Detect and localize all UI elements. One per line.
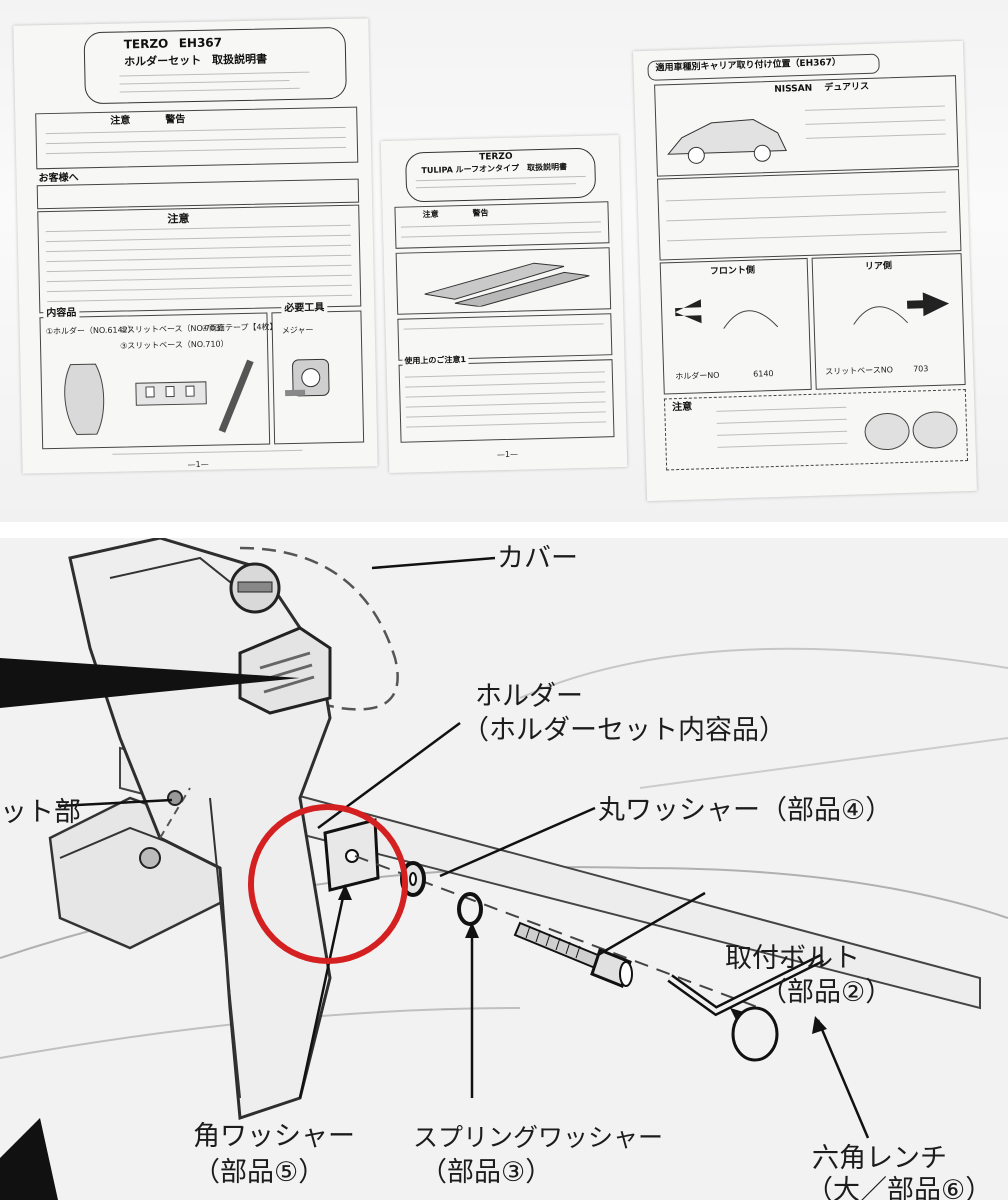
label-hex-wrench: 六角レンチ bbox=[812, 1143, 947, 1174]
label-square-washer-part: （部品⑤） bbox=[193, 1157, 326, 1188]
center-page-no: —1— bbox=[496, 449, 519, 460]
right-rear-label: リア側 bbox=[864, 261, 893, 273]
contents-illustration bbox=[64, 359, 254, 436]
mount-arrows-illustration bbox=[675, 292, 950, 329]
bolt-drawing bbox=[513, 921, 633, 988]
label-square-washer: 角ワッシャー bbox=[193, 1121, 355, 1152]
label-holder: ホルダー bbox=[475, 681, 583, 712]
right-caution-head: 注意 bbox=[672, 401, 693, 414]
installation-diagram: カバー ホルダー （ホルダーセット内容品） ット部 丸ワッシャー（部品④） 取付… bbox=[0, 538, 1008, 1200]
left-caution-head: 注意 bbox=[110, 115, 131, 127]
caution-illustration bbox=[864, 411, 958, 451]
label-round-washer: 丸ワッシャー（部品④） bbox=[598, 795, 893, 826]
diagram-drawing bbox=[0, 538, 1008, 1200]
left-brand: TERZO bbox=[123, 36, 169, 52]
label-slit-part: ット部 bbox=[0, 797, 81, 828]
manuals-photo: TERZO EH367 ホルダーセット 取扱説明書 注意 警告 お客様へ 注意 … bbox=[0, 0, 1008, 522]
tape-measure-icon bbox=[285, 358, 330, 397]
left-tool-item: メジャー bbox=[281, 325, 314, 336]
right-manual-sheet: 適用車種別キャリア取り付け位置（EH367） NISSAN デュアリス フロント… bbox=[633, 40, 977, 502]
label-hex-wrench-part: （大／部品⑥） bbox=[806, 1175, 993, 1200]
label-cover: カバー bbox=[497, 543, 578, 574]
right-make: NISSAN bbox=[774, 83, 813, 95]
center-brand: TERZO bbox=[479, 151, 513, 163]
label-holder-sub: （ホルダーセット内容品） bbox=[462, 715, 786, 746]
right-slit-no: 703 bbox=[912, 364, 929, 374]
right-slit-no-label: スリットベースNO bbox=[825, 365, 894, 377]
carrier-bars-illustration bbox=[424, 262, 590, 308]
car-illustration bbox=[667, 119, 787, 164]
right-holder-no: 6140 bbox=[753, 369, 774, 379]
label-mount-bolt-part: （部品②） bbox=[760, 977, 893, 1008]
left-page-no: —1— bbox=[187, 459, 209, 470]
left-warning-head: 警告 bbox=[165, 114, 186, 126]
label-mount-bolt: 取付ボルト bbox=[725, 943, 860, 974]
center-manual-sheet: TERZO TULIPA ルーフオンタイプ 取扱説明書 注意 警告 使用上のご注… bbox=[380, 134, 628, 474]
left-model: EH367 bbox=[178, 35, 223, 51]
center-usage-head: 使用上のご注意1 bbox=[402, 354, 469, 367]
center-caution-head: 注意 bbox=[422, 209, 439, 220]
right-front-label: フロント側 bbox=[709, 265, 756, 277]
label-spring-washer: スプリングワッシャー bbox=[413, 1123, 664, 1152]
left-contents-head: 内容品 bbox=[43, 307, 80, 321]
label-spring-washer-part: （部品③） bbox=[420, 1157, 553, 1188]
right-holder-no-label: ホルダーNO bbox=[675, 370, 720, 382]
photo-divider bbox=[0, 522, 1008, 538]
left-tools-head: 必要工具 bbox=[281, 302, 328, 316]
left-item4: ④両面テープ【4枚】 bbox=[201, 322, 278, 333]
right-model: デュアリス bbox=[824, 81, 870, 94]
left-caution-head-2: 注意 bbox=[167, 212, 190, 226]
left-manual-sheet: TERZO EH367 ホルダーセット 取扱説明書 注意 警告 お客様へ 注意 … bbox=[13, 18, 378, 474]
center-warning-head: 警告 bbox=[472, 208, 489, 218]
highlight-circle bbox=[248, 804, 408, 964]
